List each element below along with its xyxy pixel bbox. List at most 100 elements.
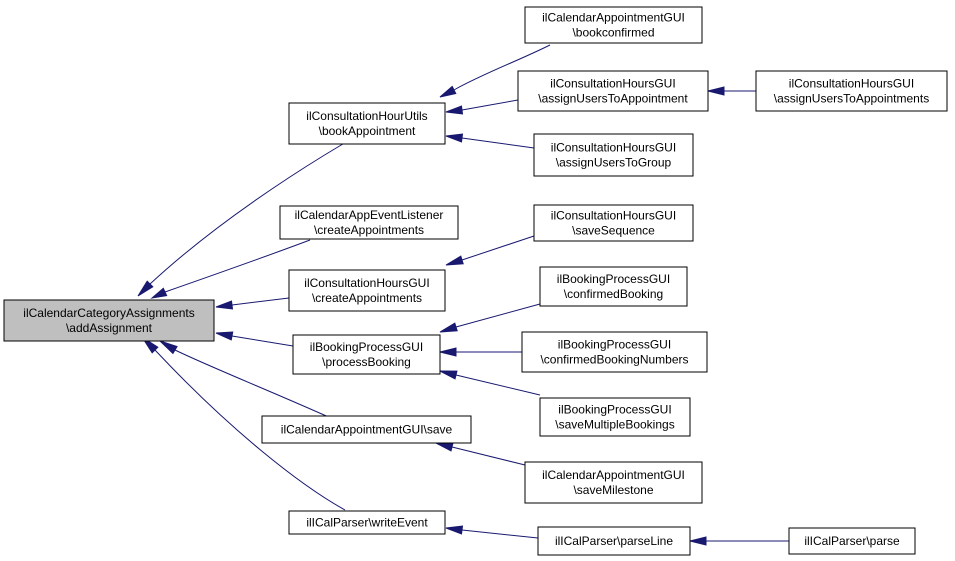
edge-arrowhead xyxy=(150,287,168,299)
edge-line xyxy=(461,529,539,539)
call-graph-nodes: ilCalendarCategoryAssignments\addAssignm… xyxy=(3,6,948,556)
node-label-line: \assignUsersToAppointment xyxy=(538,92,688,106)
node-label-line: \saveMilestone xyxy=(573,483,653,497)
node-label-line: \bookconfirmed xyxy=(572,26,654,40)
node-chgA[interactable]: ilConsultationHoursGUI\assignUsersToAppo… xyxy=(517,70,709,112)
edge-arrowhead xyxy=(215,300,234,310)
edge-caeL-to-root xyxy=(150,239,311,299)
node-label-line: ilBookingProcessGUI xyxy=(557,272,670,286)
edge-cagM-to-cagS xyxy=(435,442,526,466)
node-label-line: ilCalendarAppEventListener xyxy=(295,208,444,222)
edge-arrowhead xyxy=(707,86,725,96)
node-label-line: \createAppointments xyxy=(314,223,424,237)
edge-line xyxy=(231,335,294,347)
edge-line xyxy=(455,374,541,396)
edge-bpPB-to-root xyxy=(215,331,294,347)
node-box xyxy=(261,415,472,444)
edge-arrowhead xyxy=(439,322,458,333)
node-box xyxy=(3,299,215,342)
edge-cagB-to-chub xyxy=(439,44,551,98)
node-chgS[interactable]: ilConsultationHoursGUI\saveSequence xyxy=(533,204,694,242)
node-root[interactable]: ilCalendarCategoryAssignments\addAssignm… xyxy=(3,299,215,342)
node-label-line: ilBookingProcessGUI xyxy=(558,403,671,417)
edge-bpCN-to-bpPB xyxy=(439,347,522,357)
edge-arrowhead xyxy=(445,105,464,115)
node-label-line: \confirmedBooking xyxy=(564,287,663,301)
edge-arrowhead xyxy=(159,340,178,355)
node-label-line: \assignUsersToAppointments xyxy=(774,92,929,106)
edge-line xyxy=(455,303,541,328)
node-cagM[interactable]: ilCalendarAppointmentGUI\saveMilestone xyxy=(524,461,703,504)
edge-bpCB-to-bpPB xyxy=(439,303,541,333)
edge-line xyxy=(174,349,334,420)
node-icPL[interactable]: ilICalParser\parseLine xyxy=(537,526,691,556)
node-bpCB[interactable]: ilBookingProcessGUI\confirmedBooking xyxy=(539,266,688,307)
node-label-line: \addAssignment xyxy=(66,321,153,335)
edge-line xyxy=(154,349,346,511)
node-label-line: ilConsultationHoursGUI xyxy=(551,141,676,155)
edge-cagS-to-root xyxy=(159,340,334,420)
node-label-line: ilConsultationHoursGUI xyxy=(304,276,429,290)
node-label-line: \assignUsersToGroup xyxy=(556,156,672,170)
edge-line xyxy=(461,137,535,149)
node-label-line: ilCalendarCategoryAssignments xyxy=(23,306,194,320)
edge-arrowhead xyxy=(439,370,458,380)
node-chgAs[interactable]: ilConsultationHoursGUI\assignUsersToAppo… xyxy=(755,70,948,112)
node-icP[interactable]: ilICalParser\parse xyxy=(788,527,916,555)
node-cagS[interactable]: ilCalendarAppointmentGUI\save xyxy=(261,415,472,444)
node-box xyxy=(288,102,446,145)
node-bpCN[interactable]: ilBookingProcessGUI\confirmedBookingNumb… xyxy=(521,331,708,373)
node-label-line: \bookAppointment xyxy=(319,124,416,138)
edge-chgC-to-root xyxy=(215,297,290,310)
node-box xyxy=(533,204,694,242)
node-label-line: ilICalParser\parseLine xyxy=(555,534,673,548)
node-chgC[interactable]: ilConsultationHoursGUI\createAppointment… xyxy=(288,269,446,312)
node-label-line: ilConsultationHoursGUI xyxy=(551,209,676,223)
node-label-line: ilBookingProcessGUI xyxy=(558,338,671,352)
node-box xyxy=(788,527,916,555)
node-box xyxy=(288,510,446,535)
edge-line xyxy=(453,44,551,91)
edge-line xyxy=(231,297,290,306)
node-label-line: ilConsultationHoursGUI xyxy=(789,77,914,91)
node-label-line: \createAppointments xyxy=(312,291,422,305)
node-label-line: ilICalParser\parse xyxy=(804,534,900,548)
node-label-line: ilConsultationHourUtils xyxy=(306,109,427,123)
edge-arrowhead xyxy=(215,331,234,341)
node-box xyxy=(517,70,709,112)
edge-arrowhead xyxy=(439,85,457,98)
edge-arrowhead xyxy=(445,133,464,143)
node-label-line: \saveMultipleBookings xyxy=(555,418,674,432)
node-box xyxy=(279,205,459,240)
node-label-line: ilConsultationHoursGUI xyxy=(550,77,675,91)
node-label-line: ilCalendarAppointmentGUI xyxy=(542,11,685,25)
node-label-line: \saveSequence xyxy=(572,224,655,238)
node-box xyxy=(292,334,441,375)
edge-chgAs-to-chgA xyxy=(707,86,756,96)
edge-line xyxy=(461,235,535,261)
node-icWE[interactable]: ilICalParser\writeEvent xyxy=(288,510,446,535)
node-chgG[interactable]: ilConsultationHoursGUI\assignUsersToGrou… xyxy=(533,133,694,177)
node-box xyxy=(533,133,694,177)
node-box xyxy=(755,70,948,112)
edge-line xyxy=(451,446,526,466)
node-bpSM[interactable]: ilBookingProcessGUI\saveMultipleBookings xyxy=(539,397,691,437)
node-label-line: ilCalendarAppointmentGUI xyxy=(542,468,685,482)
node-bpPB[interactable]: ilBookingProcessGUI\processBooking xyxy=(292,334,441,375)
edge-line xyxy=(461,99,519,111)
edge-bpSM-to-bpPB xyxy=(439,370,541,396)
edge-chgG-to-chub xyxy=(445,133,535,149)
edge-arrowhead xyxy=(445,525,464,535)
edge-arrowhead xyxy=(435,442,454,452)
node-box xyxy=(521,331,708,373)
edge-icP-to-icPL xyxy=(689,536,789,546)
node-box xyxy=(539,397,691,437)
edge-chgA-to-chub xyxy=(445,99,519,115)
node-label-line: \confirmedBookingNumbers xyxy=(540,353,688,367)
edge-arrowhead xyxy=(689,536,707,546)
node-chub[interactable]: ilConsultationHourUtils\bookAppointment xyxy=(288,102,446,145)
node-cagB[interactable]: ilCalendarAppointmentGUI\bookconfirmed xyxy=(524,6,703,44)
edge-arrowhead xyxy=(137,280,154,297)
node-caeL[interactable]: ilCalendarAppEventListener\createAppoint… xyxy=(279,205,459,240)
